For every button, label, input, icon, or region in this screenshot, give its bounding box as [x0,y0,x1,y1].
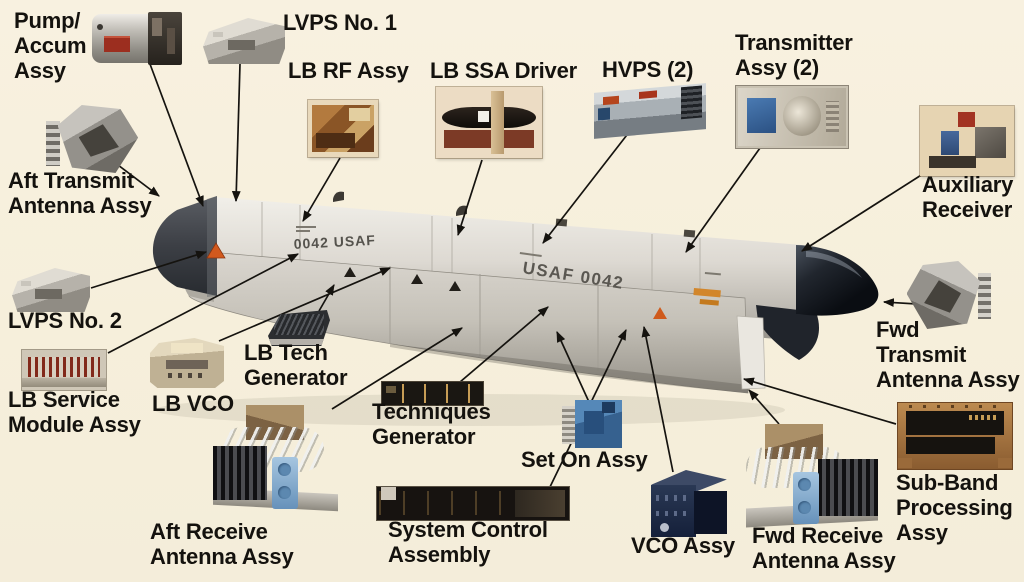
label-fwd-transmit-antenna: Fwd Transmit Antenna Assy [876,317,1020,393]
stencil-marks [296,226,721,276]
pod-shadow [155,394,785,426]
pod-fairing-seams [389,266,599,371]
fwd-transmit-antenna-photo [903,258,991,332]
callout-line-lb-tech-generator [318,284,335,312]
pod-fairing-end [736,315,766,390]
pod-under-nose-fairing [756,305,820,360]
callout-line-aux-receiver [801,171,927,252]
callout-line-vco [641,325,674,473]
warning-triangle [206,242,226,259]
pod-nose-radome [796,245,879,316]
pump-accum-assy-photo [92,12,182,65]
callout-line-aft-transmit [113,161,160,197]
label-hvps: HVPS (2) [602,57,694,82]
pod-tail-ring [207,196,217,297]
callout-line-hvps [542,130,631,244]
pod-tail-cone [152,196,217,296]
pod-fairing-shading [390,344,748,393]
callout-line-pump-accum [149,63,204,208]
pod-fitting [683,229,696,238]
pod-suspension-lug [333,191,344,202]
transmitter-assy-photo [736,86,848,148]
callout-line-aft-receive [331,327,463,410]
callout-line-techniques-generator [459,306,549,383]
label-lb-vco: LB VCO [152,391,234,416]
lb-rf-assy-photo [308,100,378,157]
label-set-on-assy: Set On Assy [521,447,648,472]
caution-placard [699,299,719,306]
aft-transmit-antenna-photo [46,102,142,176]
label-pump-accum-assy: Pump/ Accum Assy [14,8,87,84]
callout-line-lb-rf [302,157,341,222]
hvps-photo [594,83,706,139]
callout-line-sub-band [742,377,897,425]
radome-highlight [806,251,862,278]
system-control-assembly-photo [377,487,569,520]
label-aft-transmit-antenna: Aft Transmit Antenna Assy [8,168,152,219]
vco-assy-photo [646,470,732,540]
callout-line-lvps-1 [231,63,241,203]
callout-line-lb-ssa-driver [456,159,483,237]
fwd-receive-antenna-photo [746,424,884,528]
auxiliary-receiver-photo [920,106,1014,176]
label-lvps-1: LVPS No. 1 [283,10,397,35]
pod-marking-aft: 0042 USAF [293,232,376,252]
label-lvps-2: LVPS No. 2 [8,308,122,333]
callout-line-transmitter [685,147,761,253]
callout-line-fwd-receive [748,389,780,425]
label-vco-assy: VCO Assy [631,533,735,558]
techniques-generator-photo [382,382,483,405]
aft-receive-antenna-photo [210,405,340,513]
index-triangle [449,281,461,291]
callout-line-lvps-2 [90,250,208,289]
caution-placard [693,288,721,298]
pod-fitting [555,218,568,227]
callout-line-lb-service [107,253,299,354]
sub-band-processing-photo [898,403,1012,469]
label-lb-ssa-driver: LB SSA Driver [430,58,577,83]
lb-tech-generator-photo [268,310,330,346]
lb-service-module-photo [22,350,106,390]
callout-lines [90,63,927,490]
index-triangle [411,274,423,284]
set-on-assy-photo [562,400,622,448]
label-sub-band-processing: Sub-Band Processing Assy [896,470,1013,546]
label-system-control-assembly: System Control Assembly [388,517,548,568]
warning-triangle [653,307,667,319]
callout-line-fwd-transmit [882,298,918,307]
label-lb-rf-assy: LB RF Assy [288,58,409,83]
label-fwd-receive-antenna: Fwd Receive Antenna Assy [752,523,896,574]
lb-ssa-driver-photo [436,87,542,158]
label-auxiliary-receiver: Auxiliary Receiver [922,172,1014,223]
index-triangle [344,267,356,277]
callout-line-lb-vco [218,267,392,342]
lb-vco-photo [150,338,224,388]
label-aft-receive-antenna: Aft Receive Antenna Assy [150,519,294,570]
label-lb-service-module: LB Service Module Assy [8,387,141,438]
label-lb-tech-generator: LB Tech Generator [244,340,348,391]
label-techniques-generator: Techniques Generator [372,399,491,450]
label-transmitter-assy: Transmitter Assy (2) [735,30,853,81]
callout-line-set-on [556,330,590,403]
